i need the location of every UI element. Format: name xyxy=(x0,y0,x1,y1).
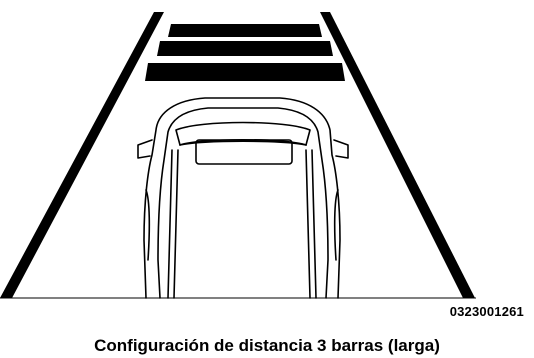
distance-bars xyxy=(145,24,345,81)
distance-bar-3 xyxy=(145,63,345,81)
figure-caption: Configuración de distancia 3 barras (lar… xyxy=(94,336,440,355)
road-right-edge xyxy=(320,12,475,298)
road-left-edge xyxy=(0,12,164,298)
distance-bar-1 xyxy=(168,24,322,37)
distance-bar-2 xyxy=(157,41,333,56)
figure-code: 0323001261 xyxy=(449,304,524,319)
vehicle-outline xyxy=(137,97,349,299)
